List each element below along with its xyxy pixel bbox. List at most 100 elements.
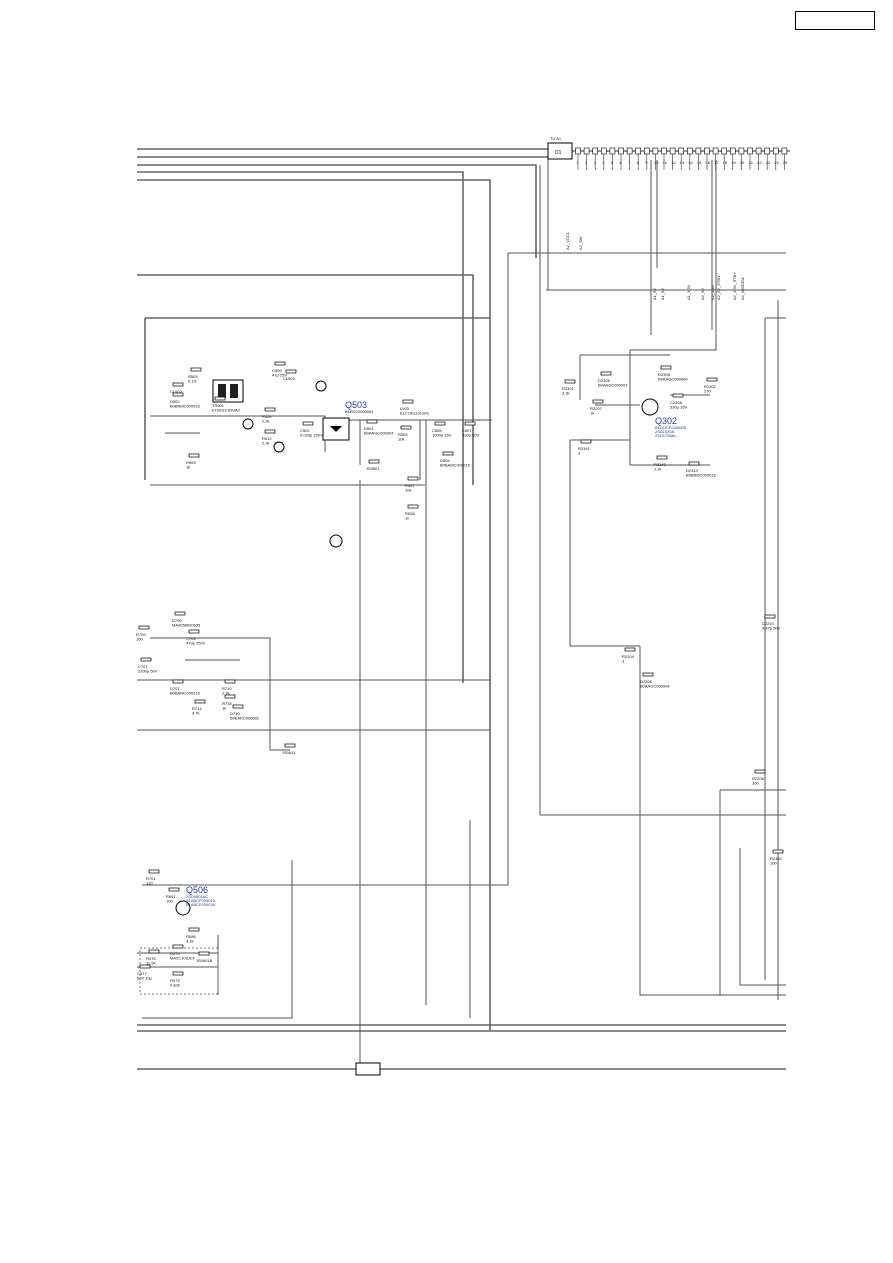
component-value: 100: [166, 899, 173, 904]
ic-part: B1EE0V000004: [345, 409, 374, 414]
component-value: B0AAGC000004: [364, 431, 394, 436]
component-ref: C708: [186, 636, 196, 641]
component-ref: R714: [192, 706, 202, 711]
component-value: 3: [578, 451, 581, 456]
ic-ref: Q503: [345, 400, 367, 410]
component-value: 2.2k: [654, 467, 662, 472]
ic-Q302: Q302 B1GDCFGA0008 2SA1530A 2SD1758AL: [641, 398, 687, 438]
component-value: 1k: [405, 516, 409, 521]
component-ref: D2310: [686, 468, 699, 473]
component-ref: D707: [170, 686, 180, 691]
component-value: 2200μ 50V: [138, 669, 158, 674]
component-value: 470p 250V: [186, 641, 206, 646]
component-ref: R507: [405, 483, 415, 488]
component-value: 100: [136, 637, 143, 642]
component-value: MA2C103JCF: [170, 956, 196, 961]
component-ref: R2302: [704, 384, 717, 389]
connector-label: D1: [555, 150, 562, 156]
connector-pin: 2: [583, 147, 590, 170]
ic-part-alt: B1ABCF000015: [186, 898, 216, 903]
connector-pin: 13: [678, 147, 685, 170]
pin-number: 11: [663, 160, 668, 165]
component-ref: D2206: [640, 679, 653, 684]
connector-pin: 7: [626, 147, 633, 170]
dashed-box: [139, 947, 219, 995]
component-ref: TR501: [212, 403, 225, 408]
connector-pin: 18: [721, 147, 728, 170]
connector-pin: 23: [764, 147, 771, 170]
component-ref: JS0601: [366, 466, 380, 471]
connector-pin: 24: [772, 147, 780, 170]
component-ref: R716: [222, 686, 232, 691]
component-ref: CL502: [170, 389, 183, 394]
ic-part: B1GDCFGA0008: [655, 425, 687, 430]
component: JS0601B: [196, 951, 213, 963]
component-ref: D710: [230, 711, 240, 716]
net-label: A2_5V: [700, 288, 705, 300]
connector-pin: 6: [618, 147, 624, 170]
component-value: 10k: [405, 488, 411, 493]
component-ref: L503: [400, 406, 410, 411]
component-ref: D575: [170, 951, 180, 956]
component-value: B0BAMC000015: [170, 691, 201, 696]
connector-pin: 3: [592, 147, 599, 170]
component-value: 1k: [222, 706, 226, 711]
connector-D1: D1 TU A1: [547, 136, 790, 160]
connector-pin: 11: [661, 147, 668, 170]
component-ref: R2352: [770, 856, 783, 861]
net-label: A1_9V: [660, 288, 665, 300]
component: CL503: [283, 369, 297, 381]
net-label: A2_3.3V_STBY: [732, 272, 737, 300]
pin-number: 21: [749, 160, 754, 165]
connector-pin: 25: [781, 147, 788, 170]
component-value: B0BAMC000015: [440, 463, 471, 468]
ic-part-alt: 2SD1758AL: [655, 433, 677, 438]
pin-number: 10: [654, 160, 659, 165]
connector-pin: 4: [600, 147, 607, 170]
component-ref: D2106: [598, 378, 611, 383]
pin-number: 17: [714, 160, 719, 165]
connector-pin: 12: [669, 147, 676, 170]
component-value: 1k: [186, 465, 190, 470]
component-ref: R598: [186, 934, 196, 939]
component-ref: R701: [146, 876, 156, 881]
component-value: B0AAGC000004: [640, 684, 670, 689]
pin-number: 25: [783, 160, 788, 165]
component-value: 3: [622, 659, 625, 664]
pin-number: 16: [706, 160, 711, 165]
transformer-TR501: [212, 379, 244, 403]
connector-pin: 19: [729, 147, 737, 170]
component: JS0601: [366, 459, 380, 471]
component-value: 0.039μ 250V: [300, 433, 323, 438]
component-ref: R2342: [654, 462, 667, 467]
component-ref: C509: [272, 368, 282, 373]
net-label: A2_VCC1: [565, 231, 570, 250]
component: JS0611: [282, 743, 296, 755]
